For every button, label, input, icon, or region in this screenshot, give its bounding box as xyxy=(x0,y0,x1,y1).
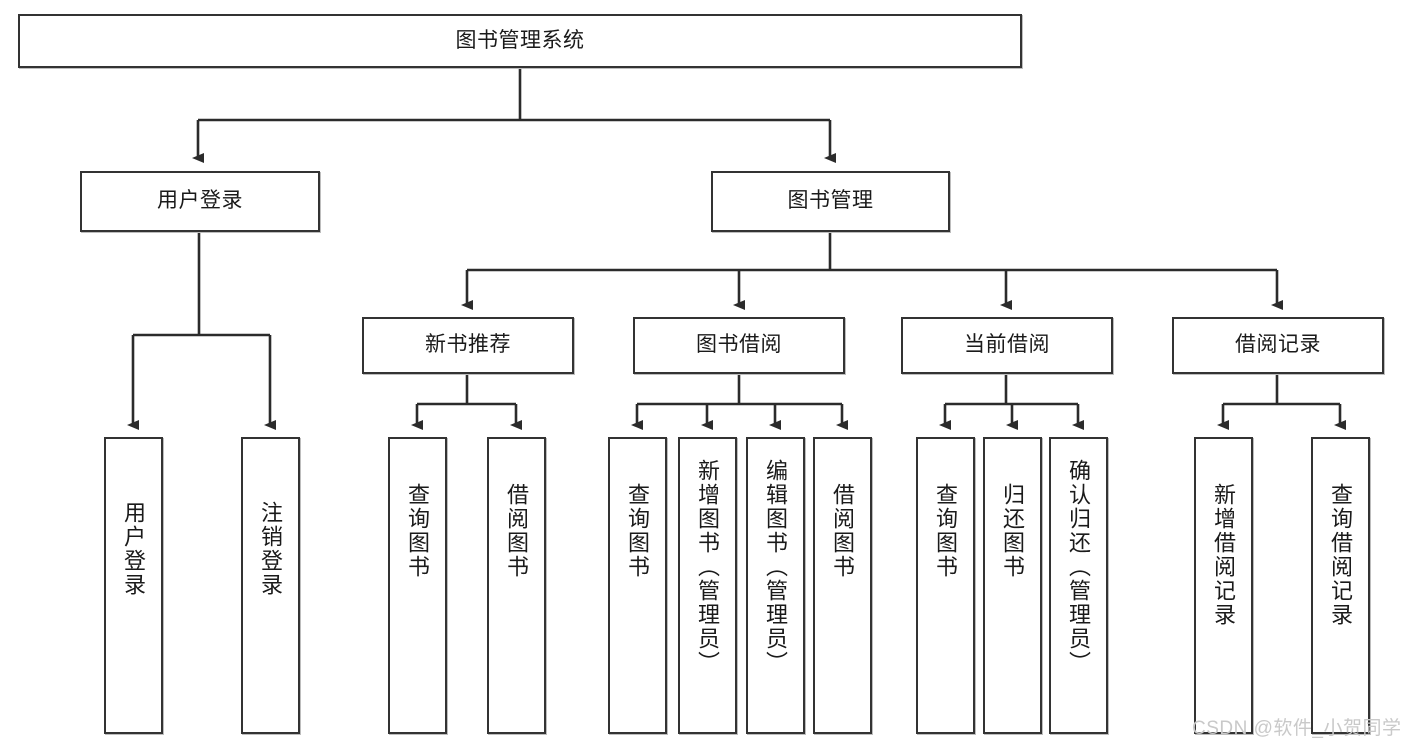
watermark-text: CSDN @软件_小贺同学 xyxy=(1192,718,1402,739)
node-leaf-add-book[interactable]: 新增图书（管理员） xyxy=(678,437,737,734)
node-leaf-add-record-label: 新增借阅记录 xyxy=(1211,483,1237,627)
node-book-management[interactable]: 图书管理 xyxy=(711,171,950,232)
node-book-borrow[interactable]: 图书借阅 xyxy=(633,317,845,374)
node-user-login-label: 用户登录 xyxy=(157,189,243,213)
node-leaf-query-book-3-label: 查询图书 xyxy=(933,483,959,579)
node-leaf-add-book-label: 新增图书（管理员） xyxy=(695,459,721,675)
node-leaf-add-record[interactable]: 新增借阅记录 xyxy=(1194,437,1253,734)
node-leaf-query-record[interactable]: 查询借阅记录 xyxy=(1311,437,1370,734)
node-leaf-borrow-book-1[interactable]: 借阅图书 xyxy=(487,437,546,734)
node-leaf-query-book-2-label: 查询图书 xyxy=(625,483,651,579)
node-leaf-confirm-return[interactable]: 确认归还（管理员） xyxy=(1049,437,1108,734)
node-leaf-return-book-label: 归还图书 xyxy=(1000,483,1026,579)
node-leaf-user-login[interactable]: 用户登录 xyxy=(104,437,163,734)
node-current-borrow[interactable]: 当前借阅 xyxy=(901,317,1113,374)
node-leaf-borrow-book-2[interactable]: 借阅图书 xyxy=(813,437,872,734)
node-leaf-query-book-2[interactable]: 查询图书 xyxy=(608,437,667,734)
node-leaf-borrow-book-1-label: 借阅图书 xyxy=(504,483,530,579)
node-leaf-logout-login[interactable]: 注销登录 xyxy=(241,437,300,734)
node-book-borrow-label: 图书借阅 xyxy=(696,333,782,357)
node-leaf-confirm-return-label: 确认归还（管理员） xyxy=(1066,459,1092,675)
node-leaf-return-book[interactable]: 归还图书 xyxy=(983,437,1042,734)
node-borrow-record-label: 借阅记录 xyxy=(1235,333,1321,357)
node-user-login[interactable]: 用户登录 xyxy=(80,171,320,232)
node-leaf-user-login-label: 用户登录 xyxy=(121,501,147,597)
node-leaf-borrow-book-2-label: 借阅图书 xyxy=(830,483,856,579)
node-leaf-query-book-1[interactable]: 查询图书 xyxy=(388,437,447,734)
node-borrow-record[interactable]: 借阅记录 xyxy=(1172,317,1384,374)
node-new-book-recommend[interactable]: 新书推荐 xyxy=(362,317,574,374)
node-leaf-query-book-3[interactable]: 查询图书 xyxy=(916,437,975,734)
node-book-management-label: 图书管理 xyxy=(787,189,874,213)
node-leaf-edit-book-label: 编辑图书（管理员） xyxy=(763,459,789,675)
node-root[interactable]: 图书管理系统 xyxy=(18,14,1022,68)
node-new-book-recommend-label: 新书推荐 xyxy=(425,333,511,357)
node-leaf-edit-book[interactable]: 编辑图书（管理员） xyxy=(746,437,805,734)
node-leaf-query-book-1-label: 查询图书 xyxy=(405,483,431,579)
node-current-borrow-label: 当前借阅 xyxy=(964,333,1050,357)
node-leaf-query-record-label: 查询借阅记录 xyxy=(1328,483,1354,627)
node-root-label: 图书管理系统 xyxy=(455,28,585,52)
node-leaf-logout-login-label: 注销登录 xyxy=(258,501,284,597)
